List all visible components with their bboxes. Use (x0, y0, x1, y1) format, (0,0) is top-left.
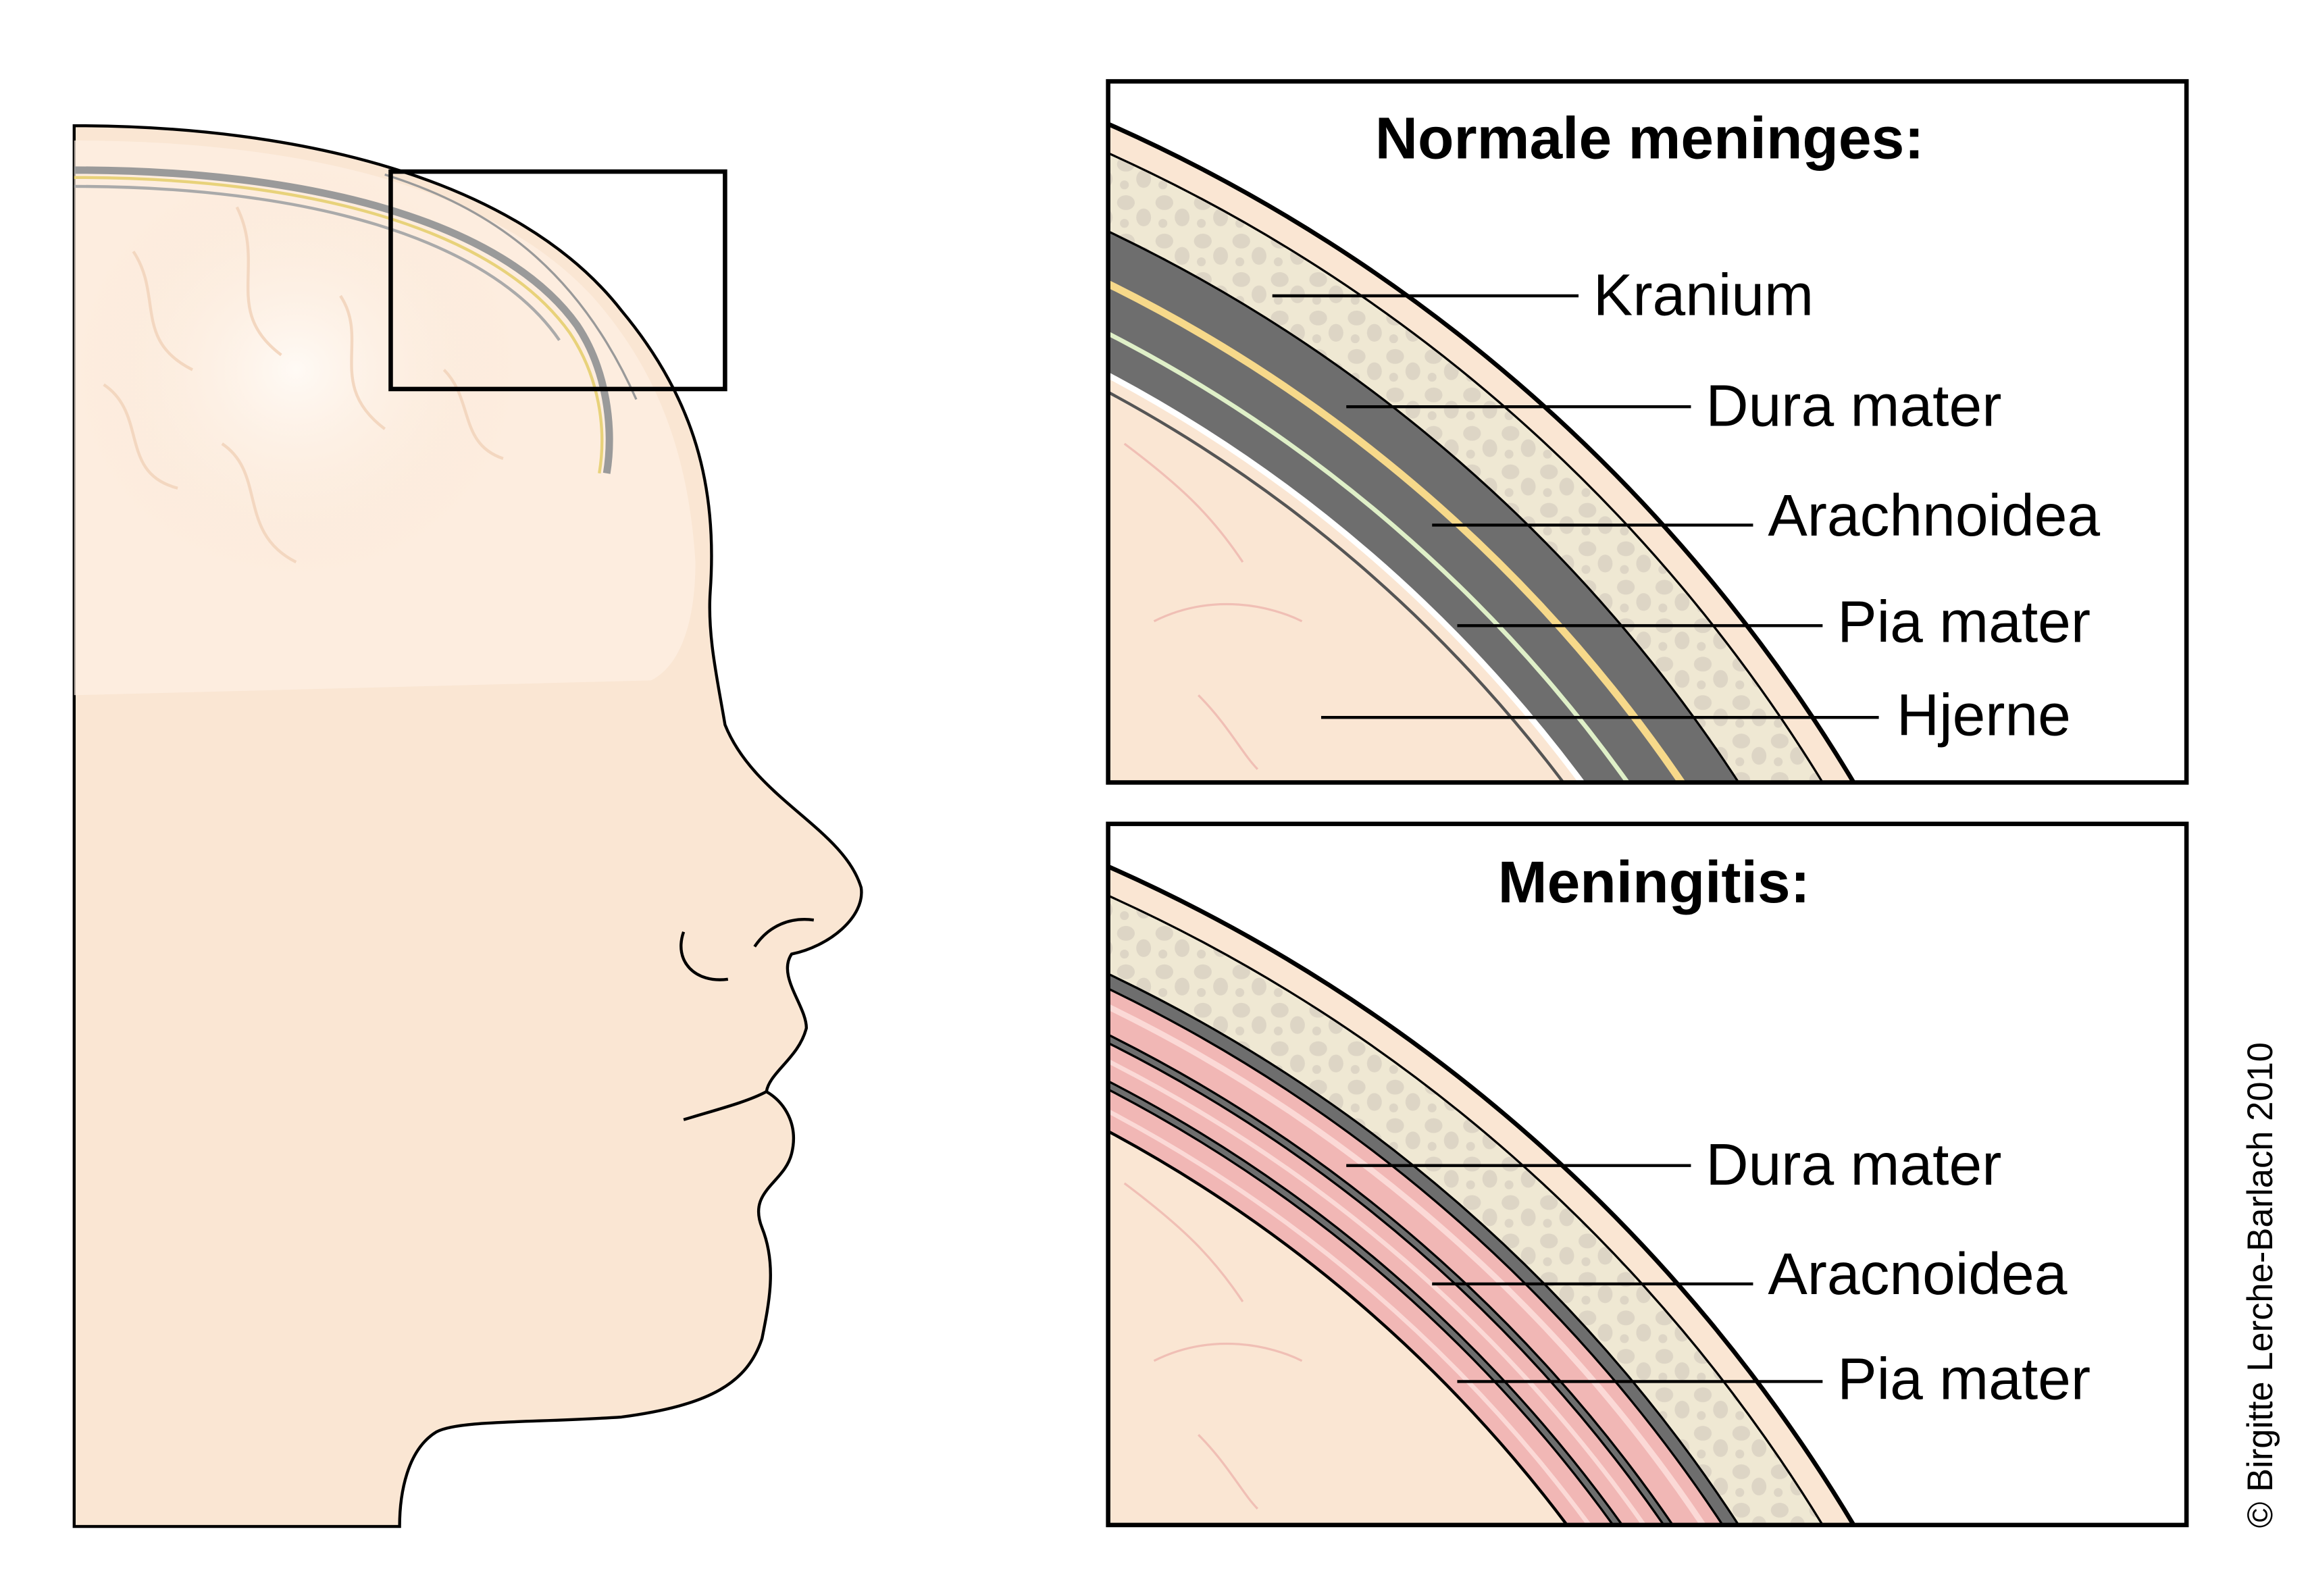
copyright-text: © Birgitte Lerche-Barlach 2010 (2240, 1042, 2280, 1528)
normal-meninges-title: Normale meninges: (1375, 105, 1924, 171)
skull-layer-edge (1108, 152, 1824, 783)
arachnoid-inflamed-layer-edge (1108, 1041, 1665, 1525)
normal-meninges-panel: Normale meninges: Kranium Dura mater Ara… (1106, 79, 2189, 785)
label-arachnoidea: Arachnoidea (1768, 482, 2100, 548)
leader-lines (1346, 1164, 1823, 1383)
head-profile (72, 124, 863, 1528)
arachnoid-green-line-edge (1108, 331, 1630, 783)
dura-highlight-edge (1108, 1004, 1706, 1525)
pia-white-line-edge (1108, 372, 1585, 783)
skin-layer-edge (1108, 864, 1856, 1525)
skin-layer-edge (1108, 122, 1856, 783)
dura-layer-edge (1108, 230, 1740, 783)
label-hjerne: Hjerne (1897, 681, 2071, 748)
label-pia-mater: Pia mater (1837, 588, 2091, 654)
label-dura-mater: Dura mater (1706, 1131, 2001, 1198)
meningitis-panel: Meningitis: Dura mater Aracnoidea Pia ma… (1106, 821, 2189, 1528)
skull-layer-edge (1108, 894, 1824, 1525)
brain-layer-edge (1108, 1129, 1568, 1525)
dura-inflamed-layer-edge (1108, 987, 1724, 1525)
label-pia-mater: Pia mater (1837, 1346, 2091, 1412)
brain-layer-fill (1108, 392, 1564, 783)
pia-inflamed-layer-edge (1108, 1088, 1614, 1525)
meningitis-layers (1108, 864, 1856, 1525)
leader-lines (1272, 294, 1879, 719)
brain-layer-fill (1108, 1131, 1567, 1525)
label-aracnoidea: Aracnoidea (1768, 1241, 2067, 1307)
zoom-region-box (388, 169, 727, 392)
label-kranium: Kranium (1593, 261, 1814, 328)
dura-dark-layer-edge (1108, 973, 1740, 1525)
label-dura-mater: Dura mater (1706, 373, 2001, 439)
arachnoid-dark-layer-edge (1108, 1033, 1674, 1525)
pia-dark-layer-edge (1108, 1080, 1623, 1525)
pia-highlight-edge (1108, 1109, 1591, 1525)
meningitis-title: Meningitis: (1498, 849, 1810, 915)
dura-yellow-line-edge (1108, 280, 1685, 783)
arachnoid-highlight-edge (1108, 1059, 1646, 1525)
